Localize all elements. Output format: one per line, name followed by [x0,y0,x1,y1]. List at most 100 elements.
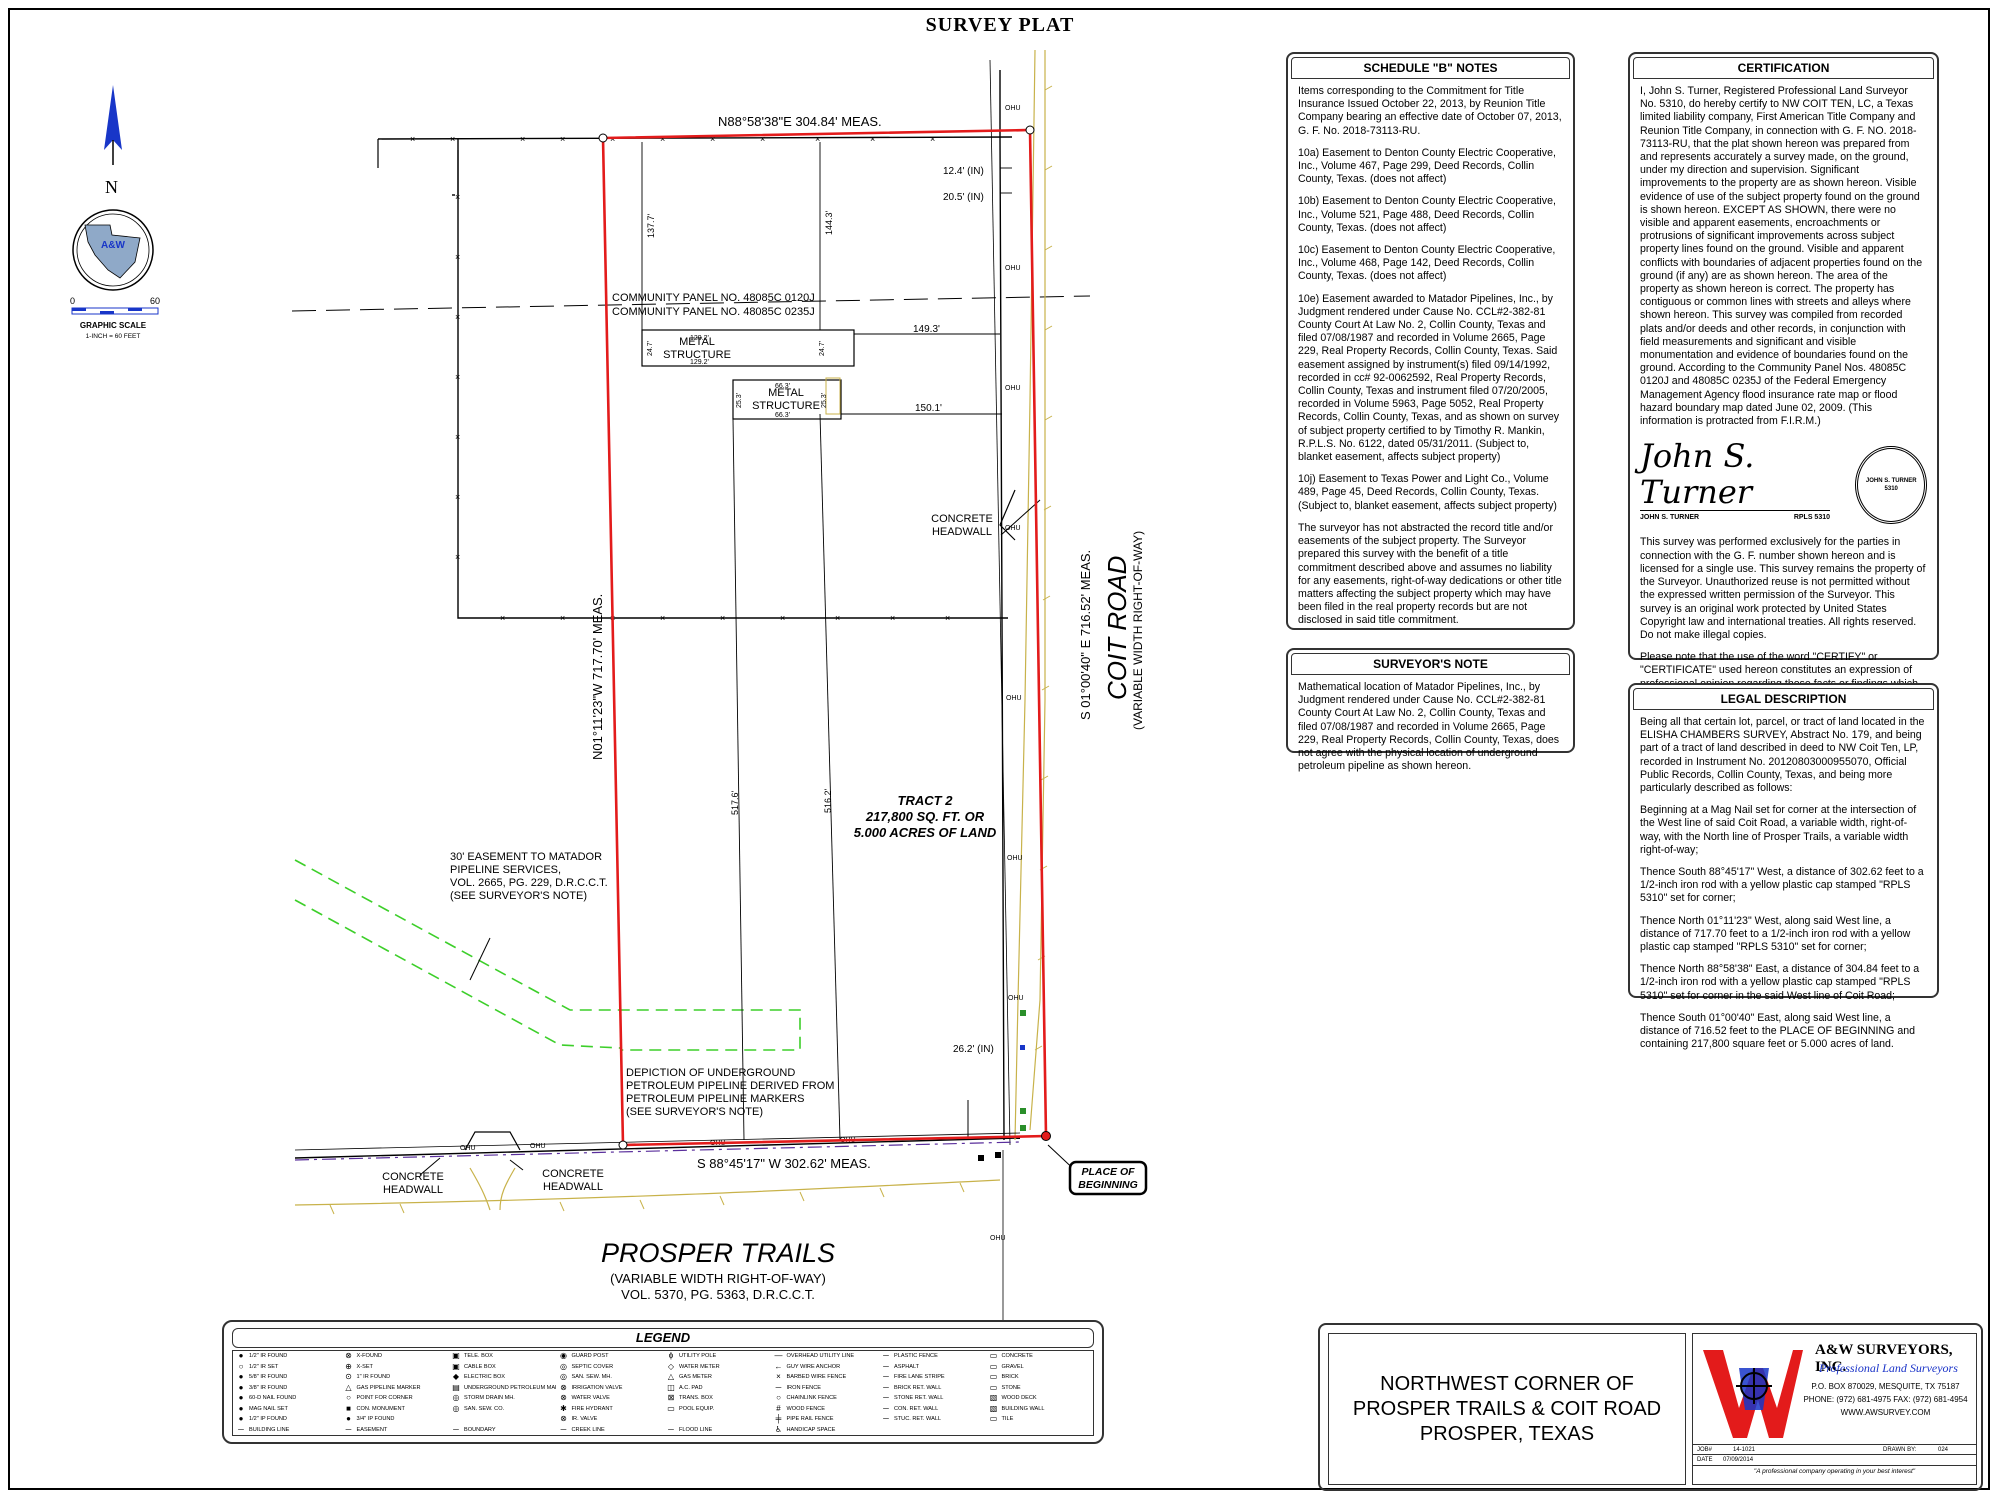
legend-label: UTILITY POLE [679,1353,717,1360]
svg-text:×: × [780,613,785,623]
svg-text:OHU: OHU [1008,995,1024,1002]
schedule-b-note: 10c) Easement to Denton County Electric … [1298,244,1556,283]
legend-item: ⊗X-FOUND [341,1351,449,1362]
legend-item: ─STONE RET. WALL [878,1393,986,1404]
svg-text:OHU: OHU [1007,855,1023,862]
svg-text:×: × [520,134,525,144]
legend-label: FIRE HYDRANT [571,1405,613,1412]
signature-caption: JOHN S. TURNER RPLS 5310 [1640,510,1830,524]
dim-24-7-left: 24.7' [647,341,654,356]
svg-text:OHU: OHU [1005,525,1021,532]
svg-text:PIPELINE SERVICES,: PIPELINE SERVICES, [450,864,561,876]
surveyor-signature: John S. Turner [1640,437,1755,512]
legend-item [663,1414,771,1425]
legend-label: TRANS. BOX [679,1395,713,1402]
svg-text:BEGINNING: BEGINNING [1078,1179,1138,1191]
legend-label: X-SET [356,1363,373,1370]
legend-symbol-icon: ─ [883,1361,889,1371]
pipeline-line [294,1141,1021,1161]
legend-item: ▭GRAVEL [986,1362,1094,1373]
legend-symbol-icon: ⊕ [345,1361,352,1371]
legend-item: ─FIRE LANE STRIPE [878,1372,986,1383]
legend-item: ▭POOL EQUIP. [663,1404,771,1415]
legend-label: 5/8" IR FOUND [249,1374,288,1381]
certification-paragraph: I, John S. Turner, Registered Profession… [1640,85,1923,428]
date-label: DATE [1697,1457,1713,1463]
legend-symbol-icon: ─ [560,1424,567,1434]
green-markers [1020,1010,1026,1131]
schedule-b-body: Items corresponding to the Commitment fo… [1288,79,1573,641]
legend-symbol-icon: ◎ [452,1403,460,1413]
legend-label: 1/2" IR FOUND [249,1353,288,1360]
svg-text:(SEE SURVEYOR'S NOTE): (SEE SURVEYOR'S NOTE) [450,890,587,902]
legal-paragraph: Beginning at a Mag Nail set for corner a… [1640,804,1917,856]
legend-label: WATER VALVE [571,1395,610,1402]
legend-symbol-icon: ─ [238,1424,244,1434]
legal-paragraph: Thence South 01°00'40" East, along said … [1640,1011,1915,1051]
community-panel-2: COMMUNITY PANEL NO. 48085C 0235J [612,306,815,318]
legend-symbol-icon: ▭ [989,1414,998,1424]
legend-item: ◎SAN. SEW. CO. [448,1404,556,1415]
legend-item: △GAS METER [663,1372,771,1383]
legend-item: ─EASEMENT [341,1425,449,1436]
legend-item: ─CREEK LINE [556,1425,664,1436]
legend-symbol-icon: ▭ [989,1361,998,1371]
legend-symbol-icon: ◉ [560,1351,567,1361]
legend-symbol-icon: ● [346,1414,351,1424]
svg-text:×: × [930,134,935,144]
east-boundary-label: S 01°00'40" E 716.52' MEAS. [1078,550,1093,720]
legend-item: —OVERHEAD UTILITY LINE [771,1351,879,1362]
surveyor-note-panel: SURVEYOR'S NOTE Mathematical location of… [1286,648,1575,772]
legend-symbol-icon: ─ [345,1424,352,1434]
svg-text:×: × [500,613,505,623]
svg-text:×: × [455,192,460,202]
legend-item: ⊗IR. VALVE [556,1414,664,1425]
legend-label: STUC. RET. WALL [894,1416,942,1423]
company-motto: "A professional company operating in you… [1753,1468,1916,1475]
legend-item: ●1/2" IP FOUND [233,1414,341,1425]
svg-text:×: × [835,613,840,623]
road-edge-lines [294,49,1046,1211]
legend-item: ◫A.C. PAD [663,1383,771,1394]
legend-symbol-icon: ▭ [989,1351,998,1361]
legend-label: WOOD DECK [1001,1395,1037,1402]
south-boundary-label: S 88°45'17" W 302.62' MEAS. [697,1156,871,1171]
legend-item: ◎SEPTIC COVER [556,1362,664,1373]
dim-516-2: 516.2' [823,788,833,813]
legend-item: ⊗IRRIGATION VALVE [556,1383,664,1394]
legend-symbol-icon: # [776,1403,781,1413]
legend-label: BRICK RET. WALL [894,1384,942,1391]
legal-paragraph: Thence North 88°58'38" East, a distance … [1640,963,1920,1002]
dim-144-3: 144.3' [824,210,834,235]
legend-item: ─IRON FENCE [771,1383,879,1394]
svg-text:OHU: OHU [1006,695,1022,702]
legal-description-title: LEGAL DESCRIPTION [1633,688,1934,710]
legend-item: ▧WOOD DECK [986,1393,1094,1404]
sheet-title: SURVEY PLAT [925,14,1075,36]
svg-text:PETROLEUM PIPELINE MARKERS: PETROLEUM PIPELINE MARKERS [626,1093,805,1105]
legend-symbol-icon: ● [238,1382,244,1392]
ohu-line-east [989,59,1011,1146]
legend-label: 1/2" IR SET [249,1363,279,1370]
misc-markers [978,1045,1025,1161]
place-of-beginning-callout: PLACE OF BEGINNING [1068,1160,1148,1196]
svg-text:×: × [660,134,665,144]
legend-symbol-icon: ─ [668,1424,674,1434]
legend-label: GRAVEL [1001,1363,1024,1370]
legend-symbol-icon: ○ [776,1393,781,1403]
legend-item: ▣CABLE BOX [448,1362,556,1373]
company-website: WWW.AWSURVEY.COM [1840,1408,1931,1417]
project-title: NORTHWEST CORNER OF PROSPER TRAILS & COI… [1328,1333,1686,1485]
matador-easement [294,859,801,1051]
legend-item: ▧BUILDING WALL [986,1404,1094,1415]
legend-item [448,1414,556,1425]
legend-label: OVERHEAD UTILITY LINE [786,1353,855,1360]
legend-grid: ●1/2" IR FOUND⊗X-FOUND▣TELE. BOX◉GUARD P… [232,1350,1094,1436]
legend-symbol-icon: ⊗ [345,1351,352,1361]
svg-text:×: × [560,134,565,144]
legend-item: ▭TILE [986,1414,1094,1425]
svg-text:OHU: OHU [1005,265,1021,272]
svg-text:×: × [890,613,895,623]
legend-item: ⊗WATER VALVE [556,1393,664,1404]
company-block: A&W SURVEYORS, INC. Professional Land Su… [1692,1333,1977,1485]
